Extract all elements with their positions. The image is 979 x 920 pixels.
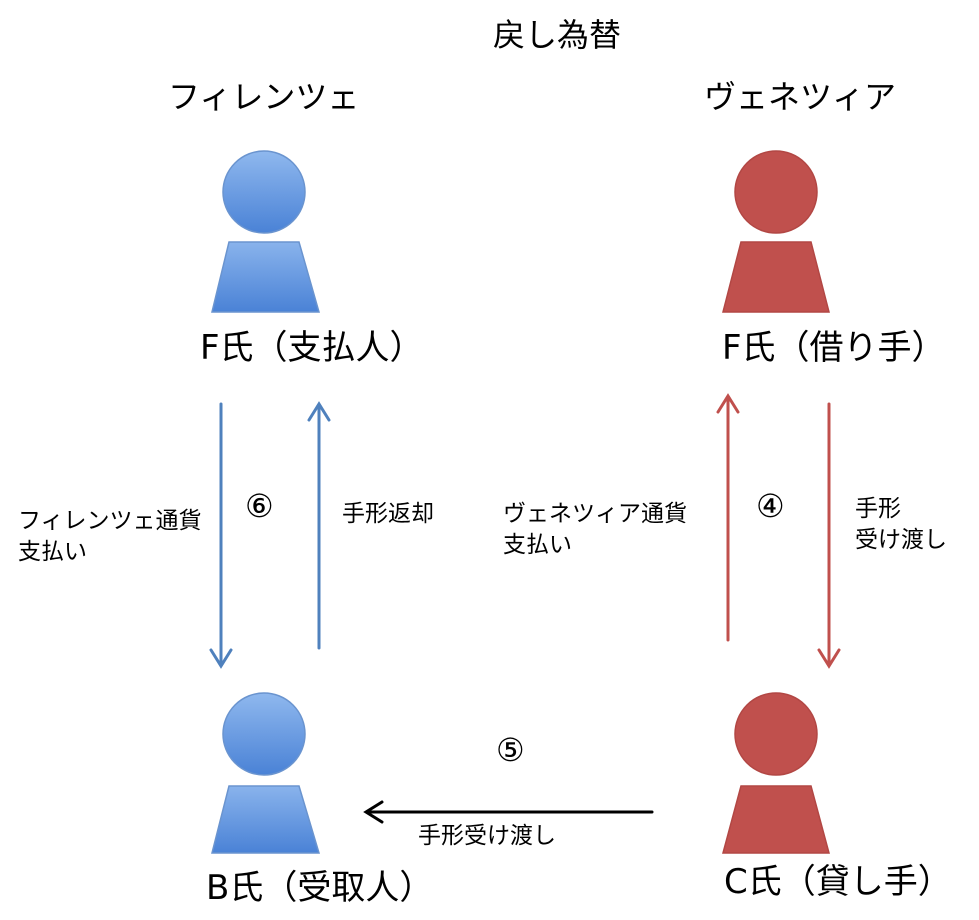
flow-label-bill-hand-over-bottom: 手形受け渡し <box>418 823 556 849</box>
step-number-five: ⑤ <box>496 731 525 769</box>
step-number-four: ④ <box>756 487 785 525</box>
person-icon-top-right <box>722 150 830 313</box>
city-label-venice: ヴェネツィア <box>704 78 897 116</box>
flow-label-florence-payment-line1: フィレンツェ通貨 <box>18 508 202 534</box>
city-label-florence: フィレンツェ <box>168 78 360 116</box>
arrow-bill-return <box>307 401 331 650</box>
flow-label-bill-hand-over-right-line1: 手形 <box>855 496 901 522</box>
flow-label-bill-hand-over-right-line2: 受け渡し <box>855 527 947 553</box>
arrow-florence-payment <box>209 402 233 669</box>
step-number-six: ⑥ <box>245 487 274 525</box>
person-icon-bottom-left <box>211 692 321 854</box>
flow-label-venice-payment-line1: ヴェネツィア通貨 <box>503 501 687 527</box>
person-icon-top-left <box>211 150 320 313</box>
flow-label-florence-payment-line2: 支払い <box>18 539 87 565</box>
arrow-venice-payment <box>716 393 740 642</box>
diagram-title: 戻し為替 <box>493 16 622 54</box>
person-label-bottom-right: C氏（貸し手） <box>724 862 952 902</box>
arrow-bill-hand-over-bottom <box>363 800 654 824</box>
arrow-bill-hand-over-right <box>817 402 841 669</box>
flow-label-venice-payment-line2: 支払い <box>503 532 572 558</box>
person-icon-bottom-right <box>722 692 830 854</box>
person-label-top-left: F氏（支払人） <box>200 328 424 368</box>
person-label-top-right: F氏（借り手） <box>722 328 946 368</box>
person-label-bottom-left: B氏（受取人） <box>206 868 434 908</box>
flow-label-bill-return: 手形返却 <box>342 501 434 527</box>
